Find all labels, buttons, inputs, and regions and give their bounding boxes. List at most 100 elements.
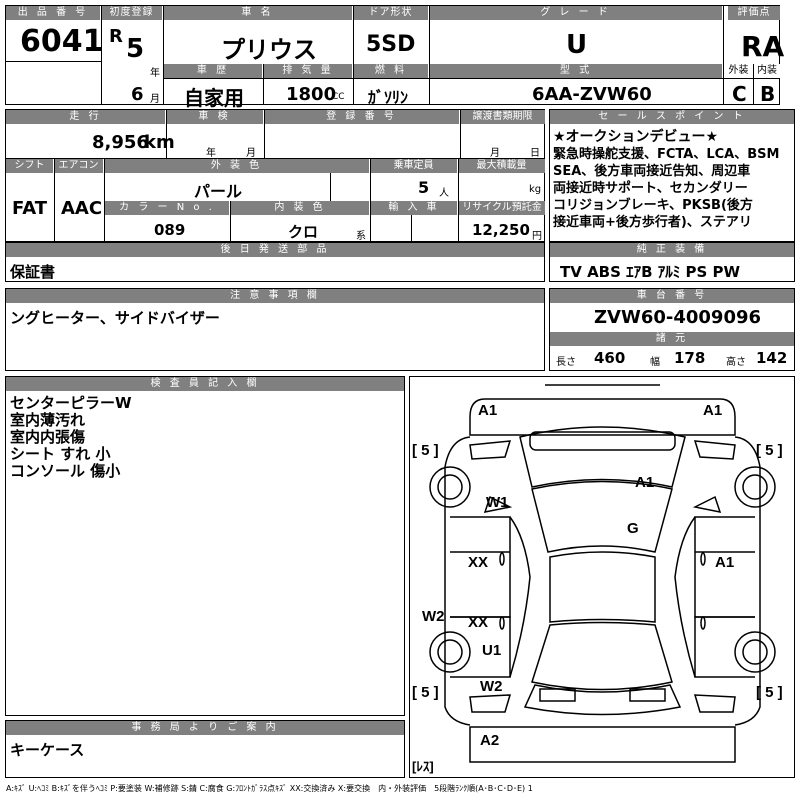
int-color: クロ — [288, 223, 319, 241]
score: RA — [741, 30, 785, 63]
max-load-header: 最大積載量 — [458, 159, 545, 173]
history-header: 車 歴 — [164, 64, 263, 78]
sales-point-block: セ ー ル ス ポ イ ン ト ★オークションデビュー★ 緊急時操舵支援、FCT… — [549, 109, 795, 242]
specs-header: 諸 元 — [550, 332, 794, 346]
year-unit: 年 — [150, 68, 160, 79]
shift-header: シフト — [6, 159, 54, 173]
month-unit: 月 — [150, 94, 160, 105]
tire-rear-left: [ 5 ] — [412, 684, 439, 701]
inspector-header: 検 査 員 記 入 欄 — [6, 377, 404, 391]
length-value: 460 — [594, 349, 626, 367]
notes-block: 注 意 事 項 欄 ングヒーター、サイドバイザー — [5, 288, 545, 371]
first-reg-year: 5 — [126, 34, 145, 64]
door-type: 5SD — [366, 32, 416, 57]
mileage-header: 走 行 — [6, 110, 166, 124]
interior-score: B — [760, 82, 776, 106]
model-header: 型 式 — [430, 64, 723, 78]
mark-w2-left-rocker: W2 — [422, 608, 445, 625]
displacement-header: 排 気 量 — [264, 64, 353, 78]
sales-point-line: コリジョンブレーキ、PKSB(後方 — [553, 198, 753, 213]
sales-point-text: ★オークションデビュー★ 緊急時操舵支援、FCTA、LCA、BSM SEA、後方… — [553, 129, 779, 231]
grade-header: グ レ ー ド — [429, 6, 723, 20]
car-name-header: 車 名 — [163, 6, 353, 20]
shift: FAT — [12, 198, 48, 219]
inspector-line: 室内内張傷 — [10, 428, 86, 446]
office-header: 事 務 局 よ り ご 案 内 — [6, 721, 404, 735]
mark-a2-rear-bumper: A2 — [480, 732, 499, 749]
first-reg-month: 6 — [131, 84, 144, 105]
chassis-block: 車 台 番 号 ZVW60-4009096 諸 元 長さ 460 幅 178 高… — [549, 288, 795, 371]
model: 6AA-ZVW60 — [532, 84, 652, 105]
width-value: 178 — [674, 349, 706, 367]
import-header: 輸 入 車 — [371, 201, 458, 215]
fuel: ｶﾞｿﾘﾝ — [368, 88, 409, 107]
car-diagram-block: A1 A1 A1 G W1 XX XX A1 W2 U1 W2 A2 [ 5 ]… — [409, 376, 795, 778]
grade: U — [566, 30, 588, 60]
vehicle-info-block: 走 行 車 検 登 録 番 号 譲渡書類期限 8,956 km 年 月 月 日 … — [5, 109, 545, 242]
recycle-fee: 12,250 — [472, 221, 530, 239]
mark-xx-front-door: XX — [468, 554, 488, 571]
sales-point-line: 緊急時操舵支援、FCTA、LCA、BSM — [553, 147, 780, 162]
mileage: 8,956 — [92, 132, 149, 153]
score-header: 評価点 — [728, 6, 780, 20]
interior-header: 内装 — [754, 64, 780, 78]
inspector-line: コンソール 傷小 — [10, 462, 121, 480]
equipment-header: 純 正 装 備 — [550, 243, 794, 257]
mark-xx-rear-door: XX — [468, 614, 488, 631]
fuel-header: 燃 料 — [354, 64, 429, 78]
mark-a1-hood: A1 — [635, 474, 654, 491]
car-name: プリウス — [221, 36, 317, 64]
inspector-block: 検 査 員 記 入 欄 センターピラーW 室内薄汚れ 室内内張傷 シート すれ … — [5, 376, 405, 716]
lot-no-header: 出 品 番 号 — [6, 6, 101, 20]
transfer-header: 譲渡書類期限 — [460, 110, 545, 124]
mark-a1-right-door: A1 — [715, 554, 734, 571]
notes-value: ングヒーター、サイドバイザー — [10, 309, 220, 327]
height-value: 142 — [756, 349, 788, 367]
sales-point-line: 接近車両+後方歩行者)、ステアリ — [553, 215, 752, 230]
regno-header: 登 録 番 号 — [264, 110, 460, 124]
tire-front-left: [ 5 ] — [412, 442, 439, 459]
inspector-line: センターピラーW — [10, 394, 132, 412]
inspector-notes: センターピラーW 室内薄汚れ 室内内張傷 シート すれ 小 コンソール 傷小 — [10, 395, 132, 480]
first-reg-header: 初度登録 — [101, 6, 163, 20]
length-label: 長さ — [556, 357, 576, 368]
chassis-number: ZVW60-4009096 — [594, 307, 762, 328]
car-diagram: A1 A1 A1 G W1 XX XX A1 W2 U1 W2 A2 [ 5 ]… — [412, 384, 783, 774]
capacity-unit: 人 — [439, 188, 449, 199]
lot-number: 6041 — [20, 24, 104, 59]
notes-header: 注 意 事 項 欄 — [6, 289, 544, 303]
header-block: 出 品 番 号 初度登録 車 名 ドア形状 グ レ ー ド 評価点 車 歴 排 … — [5, 5, 784, 110]
int-color-header: 内 装 色 — [231, 201, 370, 215]
history: 自家用 — [184, 86, 244, 110]
door-header: ドア形状 — [353, 6, 429, 20]
max-load-unit: kg — [529, 184, 542, 195]
mark-a1-front-left: A1 — [478, 402, 497, 419]
inspector-line: 室内薄汚れ — [10, 411, 86, 429]
mark-w2-left-rear: W2 — [480, 678, 503, 695]
later-parts-header: 後 日 発 送 部 品 — [6, 243, 544, 257]
sales-point-line: ★オークションデビュー★ — [553, 129, 719, 145]
office-block: 事 務 局 よ り ご 案 内 キーケース — [5, 720, 405, 778]
sales-point-line: 両接近時サポート、セカンダリー — [553, 181, 748, 196]
equipment-value: TV ABS ｴｱB ｱﾙﾐ PS PW — [560, 263, 741, 281]
aircon-header: エアコン — [54, 159, 104, 173]
mileage-unit: km — [144, 132, 175, 153]
exterior-score: C — [732, 82, 747, 106]
recycle-unit: 円 — [532, 231, 542, 242]
inspection-month-unit: 月 — [246, 148, 256, 159]
spare-tire: [ﾚｽ] — [412, 759, 434, 774]
int-color-unit: 系 — [356, 231, 366, 242]
color-no-header: カ ラ ー N o . — [105, 201, 230, 215]
capacity: 5 — [418, 178, 430, 197]
height-label: 高さ — [726, 357, 746, 368]
mark-a1-front-right: A1 — [703, 402, 722, 419]
later-parts-block: 後 日 発 送 部 品 保証書 — [5, 242, 545, 282]
tire-rear-right: [ 5 ] — [756, 684, 783, 701]
aircon: AAC — [61, 198, 103, 219]
capacity-header: 乗車定員 — [370, 159, 458, 173]
ext-color: パール — [194, 182, 243, 201]
displacement: 1800 — [286, 84, 337, 105]
recycle-header: リサイクル預託金 — [459, 201, 545, 215]
sales-point-header: セ ー ル ス ポ イ ン ト — [550, 110, 794, 124]
color-no: 089 — [154, 221, 186, 239]
